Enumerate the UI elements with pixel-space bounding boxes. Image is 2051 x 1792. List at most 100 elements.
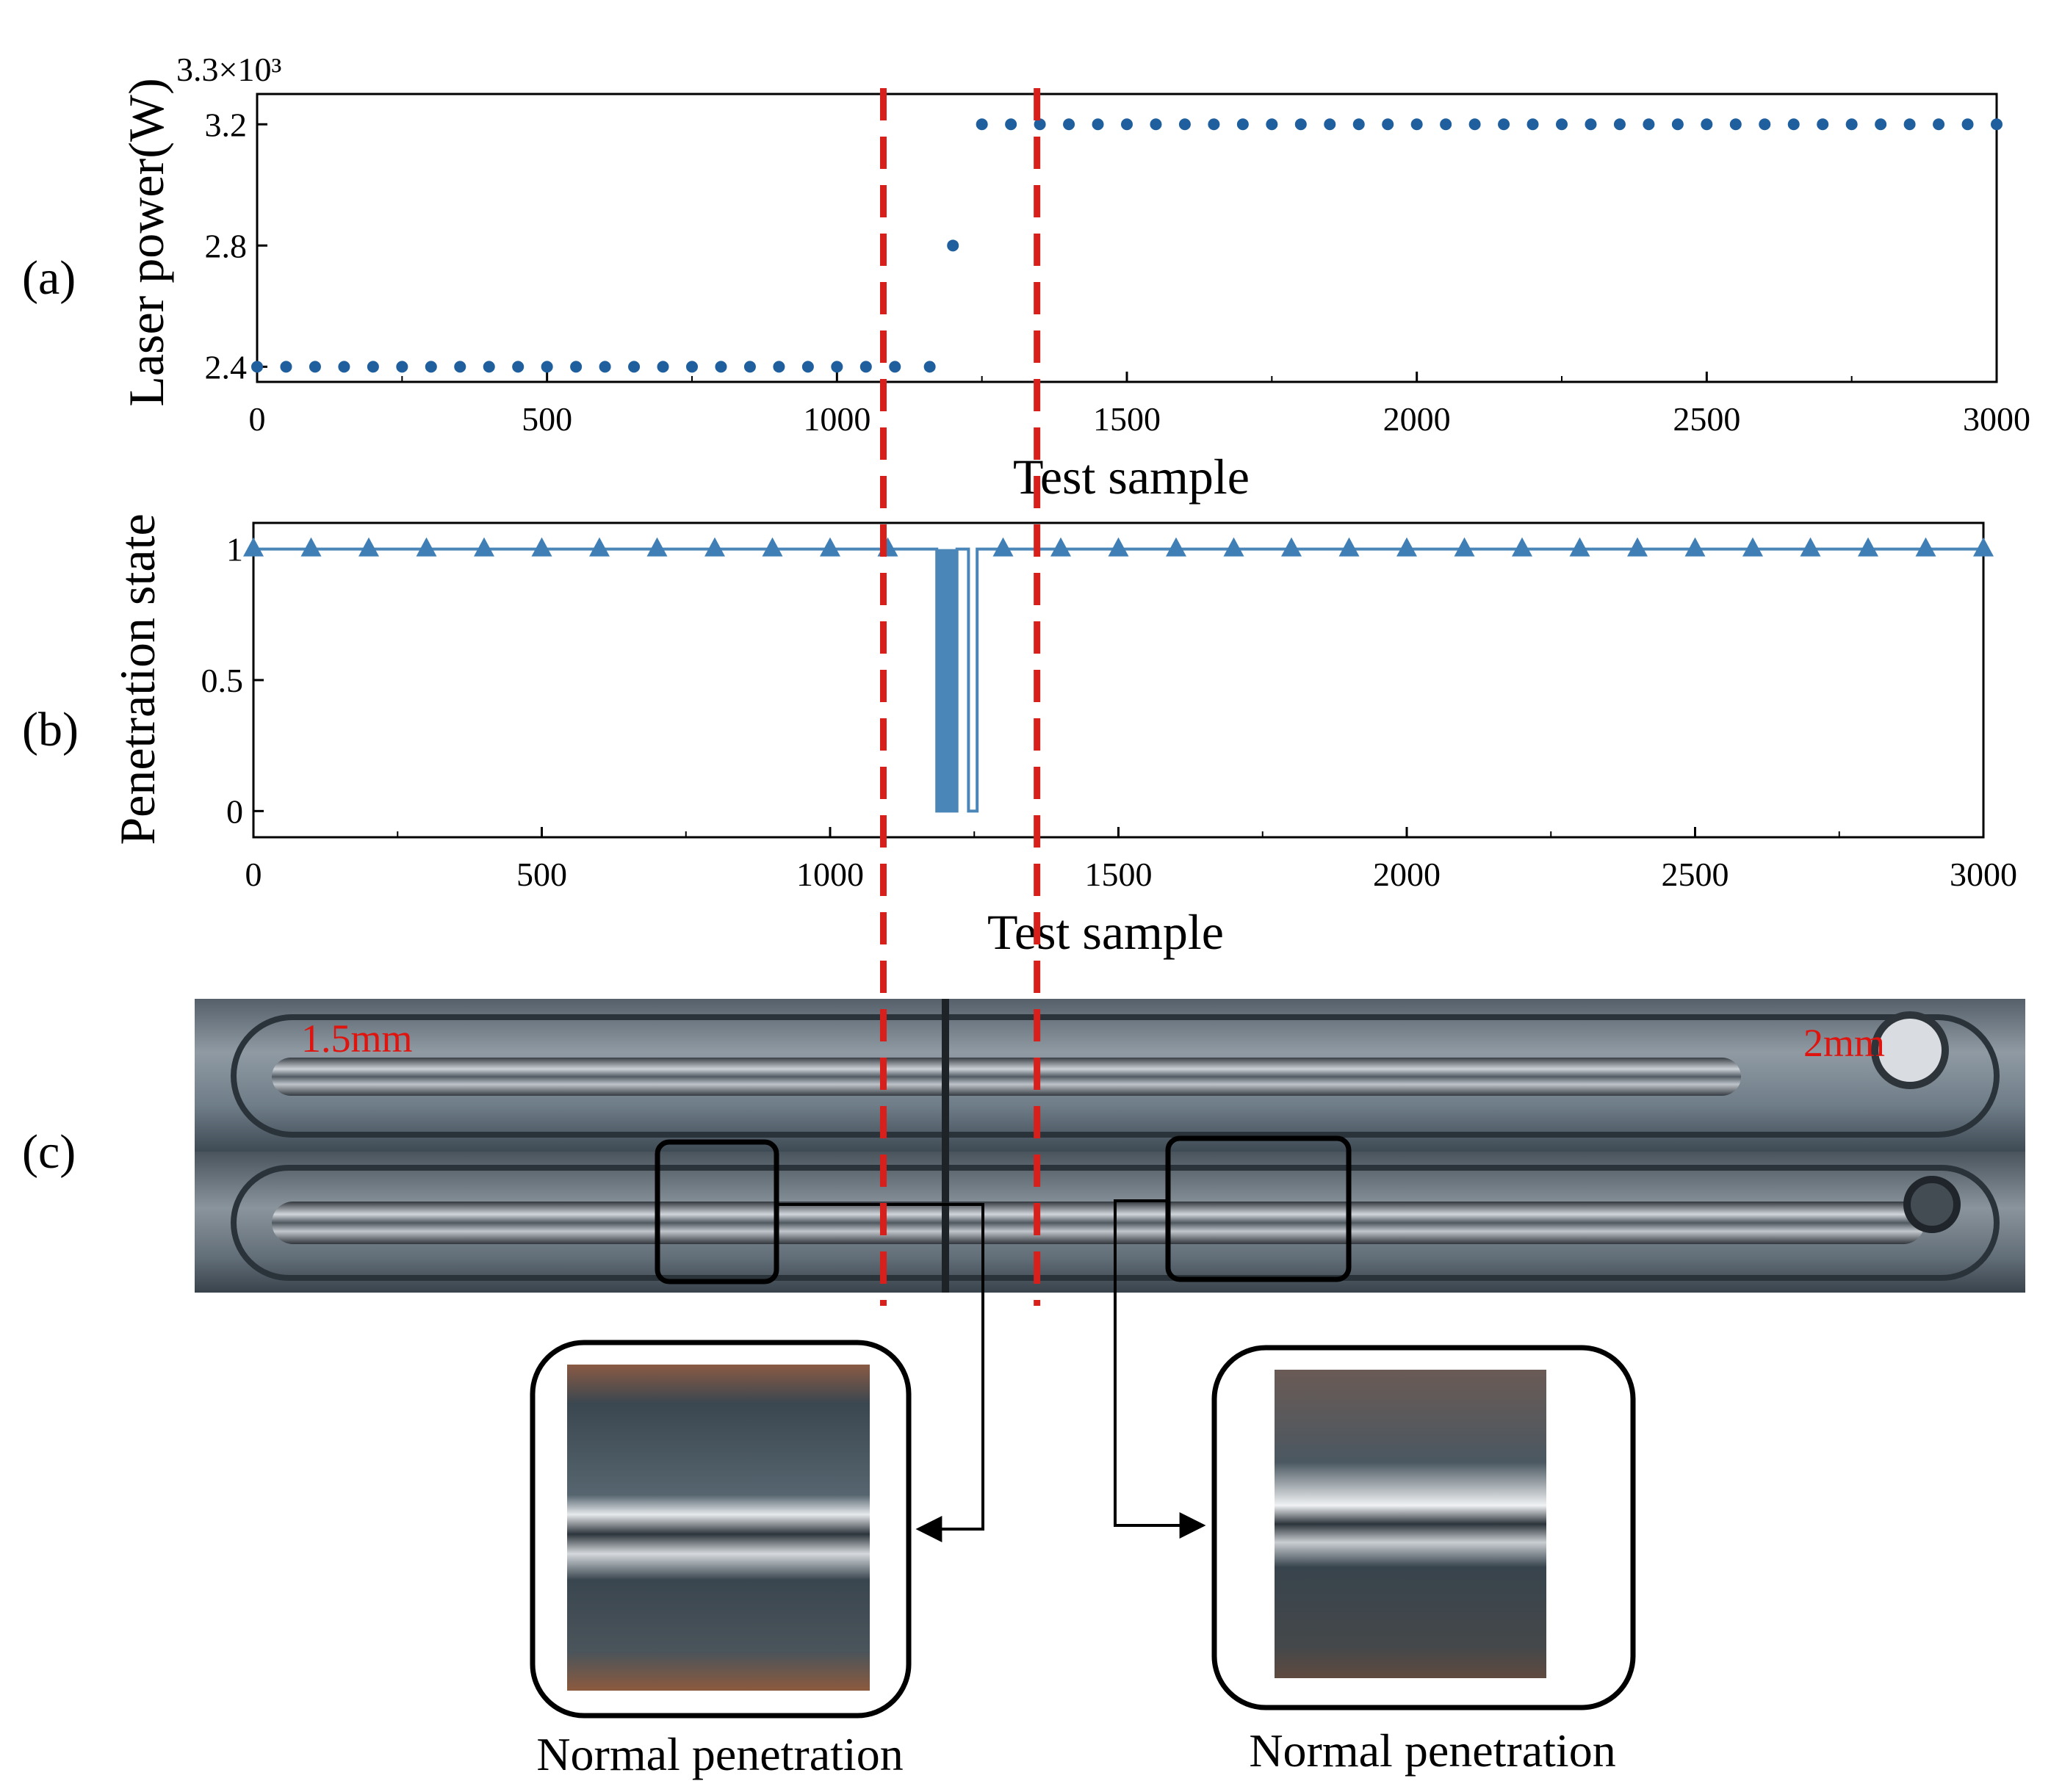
penetration-xtick-label: 2000: [1373, 856, 1441, 893]
panel-label-a: (a): [22, 251, 76, 305]
laser-power-x-axis-label: Test sample: [1013, 449, 1250, 505]
penetration-ytick-label: 0.5: [201, 662, 244, 699]
laser-power-point: [1498, 118, 1510, 131]
penetration-marker: [646, 537, 668, 557]
laser-power-point: [1410, 118, 1423, 131]
laser-power-point: [1236, 118, 1249, 131]
laser-power-ytick-label: 2.8: [205, 227, 248, 264]
laser-power-point: [541, 361, 553, 373]
laser-power-point: [280, 361, 292, 373]
penetration-marker: [1973, 537, 1994, 557]
inset-left-caption: Normal penetration: [536, 1728, 903, 1780]
laser-power-point: [309, 361, 321, 373]
weld-end-spot-top: [1871, 1011, 1949, 1089]
penetration-xtick-label: 2500: [1662, 856, 1729, 893]
penetration-marker: [1166, 537, 1186, 557]
laser-power-point: [1991, 118, 2003, 131]
weld-track-top: [231, 1014, 2000, 1138]
laser-power-point: [831, 361, 843, 373]
penetration-marker: [1108, 537, 1129, 557]
laser-power-point: [859, 361, 872, 373]
laser-power-point: [1903, 118, 1916, 131]
laser-power-point: [1729, 118, 1742, 131]
laser-power-point: [1208, 118, 1220, 131]
laser-power-point: [483, 361, 495, 373]
laser-power-point: [628, 361, 641, 373]
penetration-series: [243, 537, 1994, 813]
laser-power-point: [1324, 118, 1336, 131]
laser-power-point: [1034, 118, 1046, 131]
laser-power-xtick-label: 1500: [1093, 400, 1161, 438]
penetration-marker: [1627, 537, 1648, 557]
laser-power-point: [976, 118, 988, 131]
thickness-label-left: 1.5mm: [301, 1016, 413, 1061]
penetration-marker: [358, 537, 379, 557]
penetration-marker: [1512, 537, 1532, 557]
connector-right: [1114, 1199, 1206, 1539]
laser-power-point: [715, 361, 727, 373]
laser-power-xtick-label: 2500: [1673, 400, 1740, 438]
thickness-label-right: 2mm: [1803, 1021, 1885, 1065]
laser-power-point: [1352, 118, 1365, 131]
penetration-y-axis-label: Penetration state: [109, 513, 165, 845]
laser-power-point: [1933, 118, 1945, 131]
inset-right: Normal penetration: [1211, 1345, 1636, 1777]
laser-power-xtick-label: 500: [522, 400, 572, 438]
laser-power-point: [454, 361, 466, 373]
penetration-xtick-label: 1500: [1085, 856, 1153, 893]
laser-power-point: [1671, 118, 1684, 131]
penetration-x-axis-label: Test sample: [987, 904, 1224, 960]
penetration-marker: [300, 537, 322, 557]
inset-left: Normal penetration: [530, 1340, 912, 1780]
penetration-marker: [589, 537, 610, 557]
laser-power-point: [686, 361, 698, 373]
panel-label-b: (b): [22, 703, 79, 756]
laser-power-point: [1759, 118, 1771, 131]
laser-power-point: [1556, 118, 1568, 131]
penetration-marker: [1742, 537, 1763, 557]
laser-power-point: [367, 361, 379, 373]
laser-power-point: [1787, 118, 1800, 131]
weld-seam-top: [272, 1058, 1741, 1096]
laser-power-ytick-label: 2.4: [205, 348, 248, 386]
laser-power-point: [801, 361, 814, 373]
penetration-marker: [704, 537, 725, 557]
laser-power-point: [1701, 118, 1713, 131]
laser-power-point: [1875, 118, 1887, 131]
penetration-marker: [762, 537, 783, 557]
penetration-marker: [1050, 537, 1071, 557]
weld-seam-bottom: [272, 1202, 1925, 1244]
penetration-drop-band: [937, 549, 957, 812]
penetration-marker: [1915, 537, 1936, 557]
penetration-plot-frame: [252, 521, 1985, 839]
penetration-marker: [416, 537, 437, 557]
inset-right-caption: Normal penetration: [1249, 1724, 1615, 1777]
penetration-marker: [992, 537, 1014, 557]
laser-power-point: [1063, 118, 1075, 131]
laser-power-xtick-label: 3000: [1963, 400, 2030, 438]
penetration-marker: [1684, 537, 1706, 557]
laser-power-xtick-label: 2000: [1383, 400, 1451, 438]
laser-power-point: [338, 361, 350, 373]
laser-power-point: [1178, 118, 1191, 131]
zoom-box-left: [655, 1139, 779, 1285]
laser-power-point: [1817, 118, 1829, 131]
zoom-box-right: [1165, 1135, 1352, 1282]
laser-power-point: [1961, 118, 1974, 131]
laser-power-point: [1092, 118, 1104, 131]
laser-power-point: [947, 239, 959, 252]
laser-power-multiplier: 3.3×10³: [176, 51, 281, 88]
laser-power-point: [923, 361, 936, 373]
penetration-marker: [1338, 537, 1360, 557]
laser-power-point: [599, 361, 611, 373]
laser-power-point: [425, 361, 437, 373]
laser-power-point: [743, 361, 756, 373]
laser-power-point: [1121, 118, 1133, 131]
laser-power-point: [570, 361, 583, 373]
penetration-marker: [820, 537, 840, 557]
laser-power-y-axis-label: Laser power(W): [118, 78, 174, 406]
inset-left-photo: [567, 1365, 870, 1691]
connector-left: [776, 1203, 984, 1542]
